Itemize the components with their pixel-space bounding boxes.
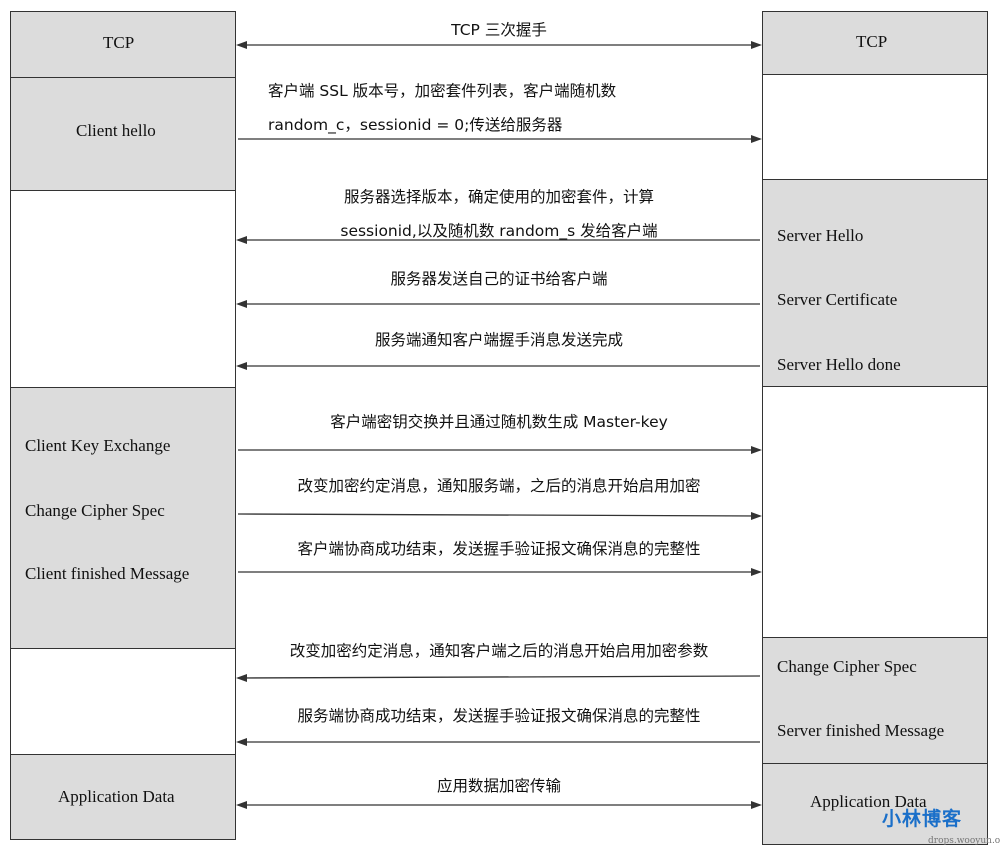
msg-client-finished-text: 客户端协商成功结束，发送握手验证报文确保消息的完整性 — [297, 540, 701, 558]
client-hello-box — [10, 77, 236, 191]
server-tcp-label: TCP — [856, 32, 888, 51]
client-app-data-label: Application Data — [58, 787, 175, 806]
watermark-url: drops.wooyun.org — [928, 836, 1000, 846]
msg-tcp-handshake-text: TCP 三次握手 — [451, 21, 547, 39]
watermark-logo: 小林博客 — [882, 808, 963, 830]
msg-client-hello-line2: random_c，sessionid = 0;传送给服务器 — [268, 116, 563, 134]
client-key-exchange-box — [10, 387, 236, 649]
client-tcp-label: TCP — [103, 33, 135, 52]
msg-server-hello-done: 服务端通知客户端握手消息发送完成 — [236, 323, 762, 357]
msg-application-data-text: 应用数据加密传输 — [436, 777, 561, 795]
server-finished-label: Server finished Message — [777, 721, 945, 740]
client-hello-label: Client hello — [76, 121, 156, 140]
server-app-data-label: Application Data — [810, 792, 927, 811]
msg-client-change-cipher: 改变加密约定消息，通知服务端，之后的消息开始启用加密 — [236, 469, 762, 503]
client-app-data-box — [10, 754, 236, 840]
server-hello-label: Server Hello — [777, 226, 864, 245]
server-tcp-box — [762, 11, 988, 75]
msg-client-key-exchange: 客户端密钥交换并且通过随机数生成 Master-key — [236, 405, 762, 439]
msg-server-certificate-text: 服务器发送自己的证书给客户端 — [390, 270, 608, 288]
client-idle-box-2 — [10, 648, 236, 755]
arrow-server-change-cipher — [236, 674, 761, 682]
msg-server-change-cipher-text: 改变加密约定消息，通知客户端之后的消息开始启用加密参数 — [289, 642, 709, 660]
client-tcp-box — [10, 11, 236, 78]
msg-client-hello: 客户端 SSL 版本号，加密套件列表，客户端随机数 random_c，sessi… — [268, 74, 616, 142]
server-idle-box-2 — [762, 386, 988, 638]
msg-client-change-cipher-text: 改变加密约定消息，通知服务端，之后的消息开始启用加密 — [297, 477, 701, 495]
arrow-server-certificate — [236, 300, 760, 308]
arrow-client-hello — [238, 135, 762, 143]
server-change-cipher-label: Change Cipher Spec — [777, 657, 917, 676]
msg-server-finished-text: 服务端协商成功结束，发送握手验证报文确保消息的完整性 — [297, 707, 701, 725]
arrow-tcp-handshake — [236, 41, 762, 49]
server-change-cipher-box — [762, 637, 988, 764]
arrow-server-hello — [236, 236, 760, 244]
msg-client-key-exchange-text: 客户端密钥交换并且通过随机数生成 Master-key — [330, 413, 668, 431]
msg-server-hello-done-text: 服务端通知客户端握手消息发送完成 — [374, 331, 623, 349]
server-app-data-box — [762, 763, 988, 845]
arrow-client-finished — [238, 568, 762, 576]
arrow-client-change-cipher — [237, 512, 762, 520]
client-finished-label: Client finished Message — [25, 564, 190, 583]
arrow-application-data — [236, 801, 762, 809]
arrow-server-hello-done — [236, 362, 760, 370]
msg-server-hello-line2: sessionid,以及随机数 random_s 发给客户端 — [340, 222, 658, 240]
client-key-exchange-label: Client Key Exchange — [25, 436, 171, 455]
msg-client-finished: 客户端协商成功结束，发送握手验证报文确保消息的完整性 — [236, 532, 762, 566]
msg-application-data: 应用数据加密传输 — [236, 769, 762, 803]
msg-server-finished: 服务端协商成功结束，发送握手验证报文确保消息的完整性 — [236, 699, 762, 733]
msg-tcp-handshake: TCP 三次握手 — [236, 13, 762, 47]
server-idle-box-1 — [762, 74, 988, 180]
arrow-server-finished — [236, 738, 760, 746]
server-hello-done-label: Server Hello done — [777, 355, 901, 374]
server-hello-box — [762, 179, 988, 387]
msg-server-hello: 服务器选择版本，确定使用的加密套件，计算 sessionid,以及随机数 ran… — [236, 180, 762, 248]
msg-server-hello-line1: 服务器选择版本，确定使用的加密套件，计算 — [343, 188, 654, 206]
arrow-client-key-exchange — [238, 446, 762, 454]
msg-client-hello-line1: 客户端 SSL 版本号，加密套件列表，客户端随机数 — [268, 82, 617, 100]
server-certificate-label: Server Certificate — [777, 290, 898, 309]
client-change-cipher-label: Change Cipher Spec — [25, 501, 165, 520]
msg-server-change-cipher: 改变加密约定消息，通知客户端之后的消息开始启用加密参数 — [236, 634, 762, 668]
msg-server-certificate: 服务器发送自己的证书给客户端 — [236, 262, 762, 296]
